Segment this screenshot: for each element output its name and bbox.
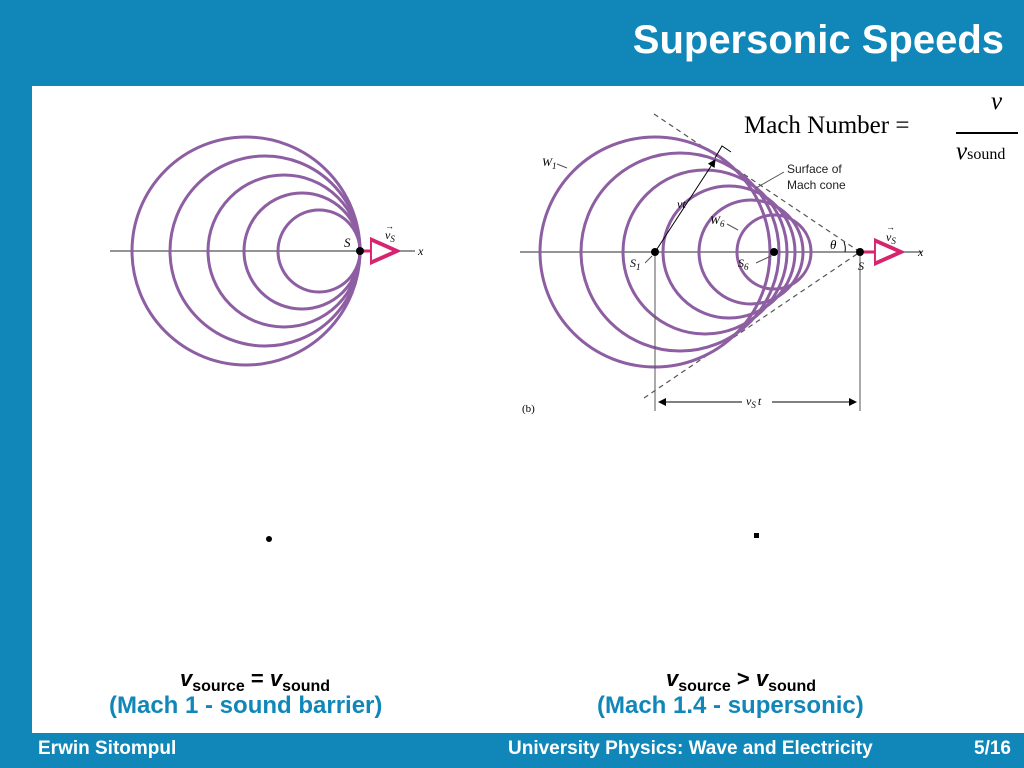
mach1-source-label: S [344,235,351,250]
position-s1-dot [651,248,659,256]
mach1-source-dot [356,247,364,255]
position-s1-label: S1 [630,256,641,272]
cone-angle-label: θ [830,237,837,252]
wavefront-w1-label: W1 [542,155,557,171]
mach1-figure: S vS → x [110,135,424,367]
distance-label-bg [742,392,772,408]
cone-angle-arc [843,241,846,253]
wavefront-w6-leader [726,223,739,231]
position-s6-dot [770,248,778,256]
mach14-velocity-vec-mark: → [886,222,895,232]
mach14-wavefront [697,198,805,306]
mach14-wavefront [621,168,789,336]
left-speed-relation: vsource = vsound [180,666,331,695]
mach14-wavefront [735,213,813,291]
panel-label: (b) [522,403,535,415]
mach14-source-label: S [858,259,864,273]
stray-dot-right [754,533,759,538]
vt-label: vt [677,197,686,211]
mach14-wavefront [579,151,781,353]
formula-fraction-bar [956,132,1018,134]
cone-label-leader [755,171,785,189]
formula-lhs: Mach Number = [744,112,910,139]
mach14-source-dot [856,248,864,256]
footer-author: Erwin Sitompul [38,738,177,759]
mach-cone-lower-line [643,251,861,399]
wavefront-w6-label: W6 [710,213,725,229]
slide-title: Supersonic Speeds [632,18,1004,62]
position-s1-leader [644,255,653,264]
position-s6-leader [755,255,772,264]
stray-dot-left [266,536,272,542]
mach14-wavefronts [538,135,813,369]
formula-denominator: vsound [956,138,1006,165]
formula-numerator: v [991,88,1003,115]
mach1-axis-label: x [417,244,424,258]
right-speed-relation: vsource > vsound [666,666,817,695]
footer-course: University Physics: Wave and Electricity [508,738,873,759]
mach14-wavefront [661,184,797,320]
footer-page-number: 5/16 [974,738,1011,759]
cone-label-line2: Mach cone [787,178,846,192]
mach1-velocity-label: vS [385,228,395,244]
right-angle-mark [714,145,732,159]
cone-label-line1: Surface of [787,162,842,176]
vt-radius-arrow [656,159,716,250]
left-mach-caption: (Mach 1 - sound barrier) [109,692,383,719]
mach14-axis-label: x [917,245,924,259]
wavefront-w1-leader [556,163,568,169]
mach1-velocity-vec-mark: → [385,221,394,231]
right-mach-caption: (Mach 1.4 - supersonic) [597,692,864,719]
position-s6-label: S6 [738,256,749,272]
mach14-velocity-label: vS [886,230,896,246]
